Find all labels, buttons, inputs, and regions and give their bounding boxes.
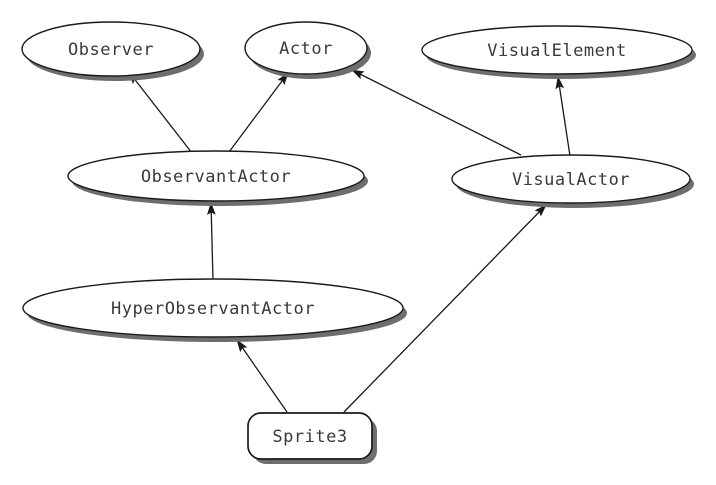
node-observer-ellipse (21, 21, 201, 77)
node-actor: Actor (244, 21, 371, 79)
node-visual-actor-label: VisualActor (512, 170, 630, 190)
edge-hyperobservantactor-to-observantactor (206, 201, 216, 281)
node-hyper-observant-actor-label: HyperObservantActor (111, 299, 315, 319)
node-observer: Observer (21, 21, 204, 81)
edge-sprite3-to-visualactor (343, 204, 547, 413)
edge-visualactor-to-actor (351, 69, 522, 156)
node-observer-label: Observer (68, 40, 154, 60)
node-visual-element-label: VisualElement (487, 41, 627, 61)
edge-observantactor-to-actor (228, 72, 289, 153)
edge-visualactor-to-visualelement (555, 75, 571, 157)
node-visual-element-ellipse (421, 25, 693, 75)
node-visual-actor: VisualActor (451, 154, 694, 208)
edge-observantactor-to-observer (128, 71, 193, 154)
node-sprite3: Sprite3 (247, 412, 377, 464)
edge-sprite3-to-hyperobservantactor (236, 339, 288, 413)
node-sprite3-label: Sprite3 (272, 427, 347, 447)
node-sprite3-rect (247, 412, 373, 460)
node-observant-actor-label: ObservantActor (141, 167, 291, 187)
node-actor-ellipse (244, 21, 368, 75)
node-visual-element: VisualElement (421, 25, 696, 79)
node-hyper-observant-actor: HyperObservantActor (22, 278, 407, 342)
node-observant-actor-ellipse (67, 150, 365, 202)
edges (128, 69, 571, 413)
node-hyper-observant-actor-ellipse (22, 278, 404, 338)
node-actor-label: Actor (279, 39, 333, 59)
node-observant-actor: ObservantActor (67, 150, 368, 206)
node-visual-actor-ellipse (451, 154, 691, 204)
